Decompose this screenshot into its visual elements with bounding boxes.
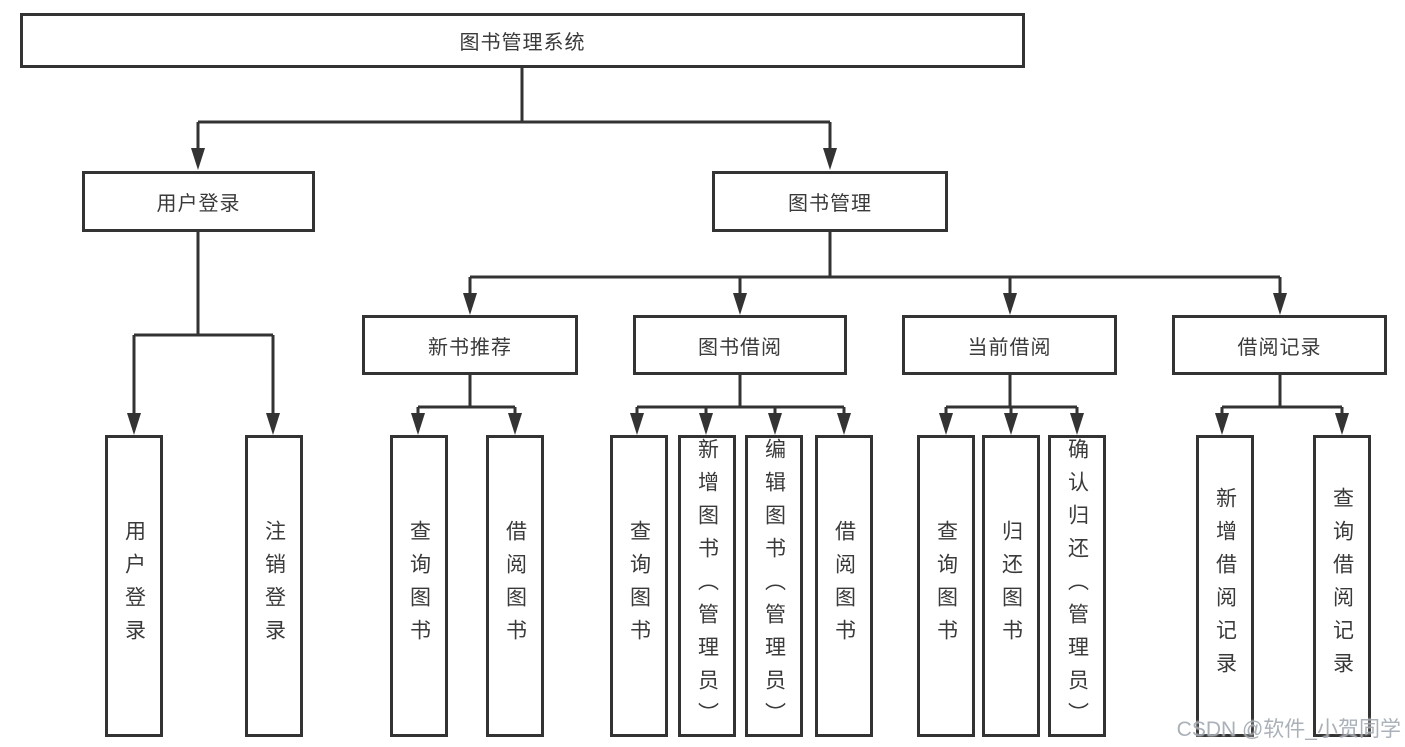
node-system-root: 图书管理系统: [20, 13, 1025, 68]
node-book-borrowing: 图书借阅: [633, 315, 847, 375]
node-confirm-return-admin-leaf: 确认归还（管理员）: [1048, 435, 1106, 737]
node-query-books-leaf: 查询图书: [917, 435, 975, 737]
node-label: 查询图书: [407, 520, 431, 652]
node-label: 查询图书: [627, 520, 651, 652]
node-book-management-branch: 图书管理: [712, 171, 948, 232]
node-borrow-books-leaf: 借阅图书: [815, 435, 873, 737]
node-label: 新增借阅记录: [1213, 487, 1237, 685]
node-label: 图书管理系统: [459, 32, 586, 54]
node-new-book-recommendation: 新书推荐: [362, 315, 578, 375]
csdn-watermark: CSDN @软件_小贺同学: [1176, 718, 1401, 741]
node-label: 新书推荐: [428, 336, 512, 359]
node-edit-books-admin-leaf: 编辑图书（管理员）: [745, 435, 803, 737]
node-add-borrow-record-leaf: 新增借阅记录: [1196, 435, 1254, 737]
node-label: 借阅图书: [832, 520, 856, 652]
node-label: 借阅记录: [1237, 336, 1322, 359]
node-label: 注销登录: [262, 520, 286, 652]
node-label: 归还图书: [999, 520, 1023, 652]
node-label: 新增图书（管理员）: [695, 438, 719, 735]
node-user-login-branch: 用户登录: [82, 171, 315, 232]
node-label: 图书借阅: [698, 336, 782, 359]
node-return-books-leaf: 归还图书: [982, 435, 1040, 737]
node-borrowing-records: 借阅记录: [1172, 315, 1387, 375]
node-label: 查询借阅记录: [1330, 487, 1354, 685]
node-user-login-leaf: 用户登录: [105, 435, 163, 737]
node-label: 用户登录: [156, 193, 241, 215]
node-add-books-admin-leaf: 新增图书（管理员）: [678, 435, 736, 737]
node-query-books-leaf: 查询图书: [390, 435, 448, 737]
node-borrow-books-leaf: 借阅图书: [486, 435, 544, 737]
node-logout-leaf: 注销登录: [245, 435, 303, 737]
node-label: 当前借阅: [967, 336, 1052, 359]
node-label: 借阅图书: [503, 520, 527, 652]
node-label: 图书管理: [788, 193, 872, 215]
arrowheads: [127, 148, 1349, 435]
node-label: 查询图书: [934, 520, 958, 652]
node-label: 用户登录: [122, 520, 146, 652]
node-label: 编辑图书（管理员）: [762, 438, 786, 735]
node-current-borrowing: 当前借阅: [902, 315, 1117, 375]
node-query-books-leaf: 查询图书: [610, 435, 668, 737]
node-query-borrow-record-leaf: 查询借阅记录: [1313, 435, 1371, 737]
node-label: 确认归还（管理员）: [1065, 438, 1089, 735]
